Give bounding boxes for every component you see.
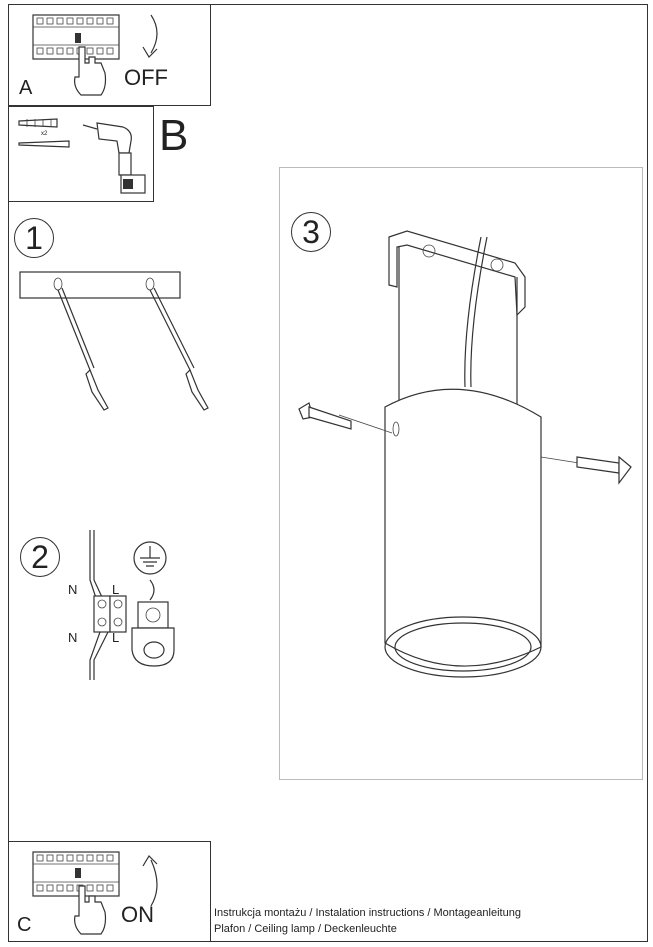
hand-icon <box>74 885 107 935</box>
terminal-block-illustration <box>89 530 127 680</box>
footer-title-line-2: Plafon / Ceiling lamp / Deckenleuchte <box>214 923 397 935</box>
wire-label-live-bottom: L <box>112 630 120 645</box>
footer-title-line-1: Instrukcja montażu / Instalation instruc… <box>214 907 521 919</box>
panel-c-letter: C <box>17 914 32 936</box>
circuit-breaker-icon <box>32 14 120 60</box>
drill-icon <box>82 122 146 194</box>
panel-b-letter: B <box>159 111 189 160</box>
hand-icon <box>74 46 107 96</box>
wire-label-neutral-top: N <box>68 582 78 597</box>
instruction-sheet-frame <box>8 4 648 942</box>
panel-c-action-text: ON <box>121 902 154 927</box>
step-3-number: 3 <box>291 212 331 252</box>
step-2-number: 2 <box>20 537 60 577</box>
panel-b-tools: x2 B <box>8 106 188 202</box>
wire-label-neutral-bottom: N <box>68 630 78 645</box>
step-1-number: 1 <box>14 218 54 258</box>
screws-quantity: x2 <box>41 131 48 137</box>
wall-plug-icon <box>18 118 58 128</box>
panel-a-power-off: A OFF <box>8 4 211 106</box>
ground-terminal-icon <box>131 579 175 667</box>
wire-label-live-top: L <box>112 582 120 597</box>
rotate-up-arrow-icon <box>142 855 158 907</box>
mounting-plate-illustration <box>19 271 209 411</box>
panel-a-letter: A <box>19 77 33 99</box>
panel-c-power-on: C ON <box>8 841 211 942</box>
rotate-down-arrow-icon <box>142 14 158 58</box>
ceiling-lamp-illustration <box>298 230 632 678</box>
panel-a-action-text: OFF <box>124 65 168 90</box>
screw-icon <box>18 140 70 148</box>
circuit-breaker-icon <box>32 851 120 897</box>
ground-symbol-icon <box>133 541 167 575</box>
